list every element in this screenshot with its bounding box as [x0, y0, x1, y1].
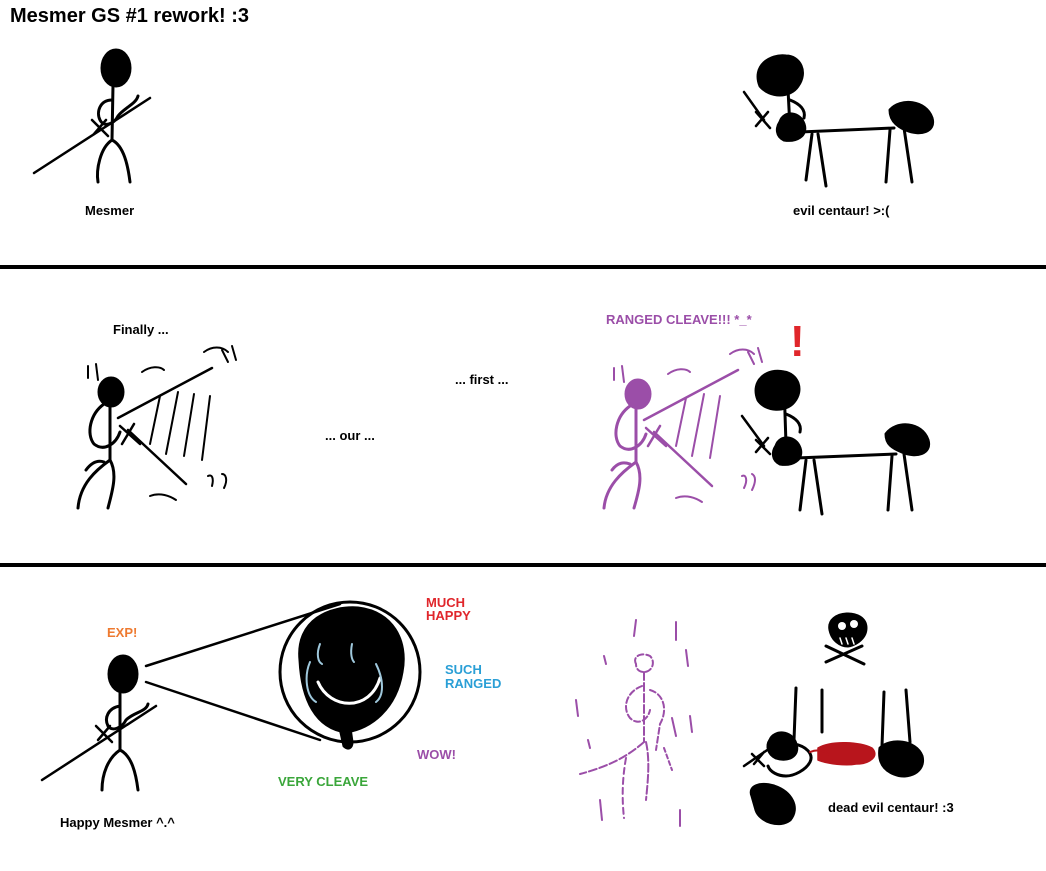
zoom-line-bottom: [144, 680, 322, 742]
zoom-line-top: [144, 602, 342, 668]
happy-mesmer-label: Happy Mesmer ^.^: [60, 815, 175, 830]
such-ranged-line1: SUCH: [445, 662, 482, 677]
panel-1: [32, 48, 935, 188]
first-text: ... first ...: [455, 372, 509, 387]
our-text: ... our ...: [325, 428, 375, 443]
centaur-figure: [742, 54, 935, 188]
exclamation-mark: !: [790, 317, 805, 366]
mesmer-figure-happy: [40, 654, 158, 792]
panel-2: [76, 345, 931, 516]
ghost-rain-lines: [575, 619, 693, 827]
mesmer-ghost-purple: [579, 653, 673, 819]
skull-icon: [824, 612, 868, 666]
centaur-figure-2: [740, 369, 931, 516]
mesmer-figure-purple: [602, 347, 763, 510]
such-ranged-line2: RANGED: [445, 676, 502, 691]
panel-divider-1: [0, 265, 1046, 269]
wow-text: WOW!: [417, 747, 456, 762]
finally-text: Finally ...: [113, 322, 169, 337]
zoom-face: [278, 600, 422, 750]
mesmer-label: Mesmer: [85, 203, 135, 218]
much-happy-line1: MUCH: [426, 595, 465, 610]
mesmer-figure: [32, 48, 152, 184]
exp-text: EXP!: [107, 625, 138, 640]
very-cleave-text: VERY CLEAVE: [278, 774, 369, 789]
dead-centaur-label: dead evil centaur! :3: [828, 800, 954, 815]
centaur-label: evil centaur! >:(: [793, 203, 890, 218]
mesmer-figure-attack: [76, 345, 237, 510]
ranged-cleave-text: RANGED CLEAVE!!! *_*: [606, 312, 752, 327]
panel-divider-2: [0, 563, 1046, 567]
dead-centaur-figure: [742, 686, 925, 826]
panel-3: [40, 600, 925, 827]
much-happy-line2: HAPPY: [426, 608, 471, 623]
comic-title: Mesmer GS #1 rework! :3: [10, 5, 249, 27]
